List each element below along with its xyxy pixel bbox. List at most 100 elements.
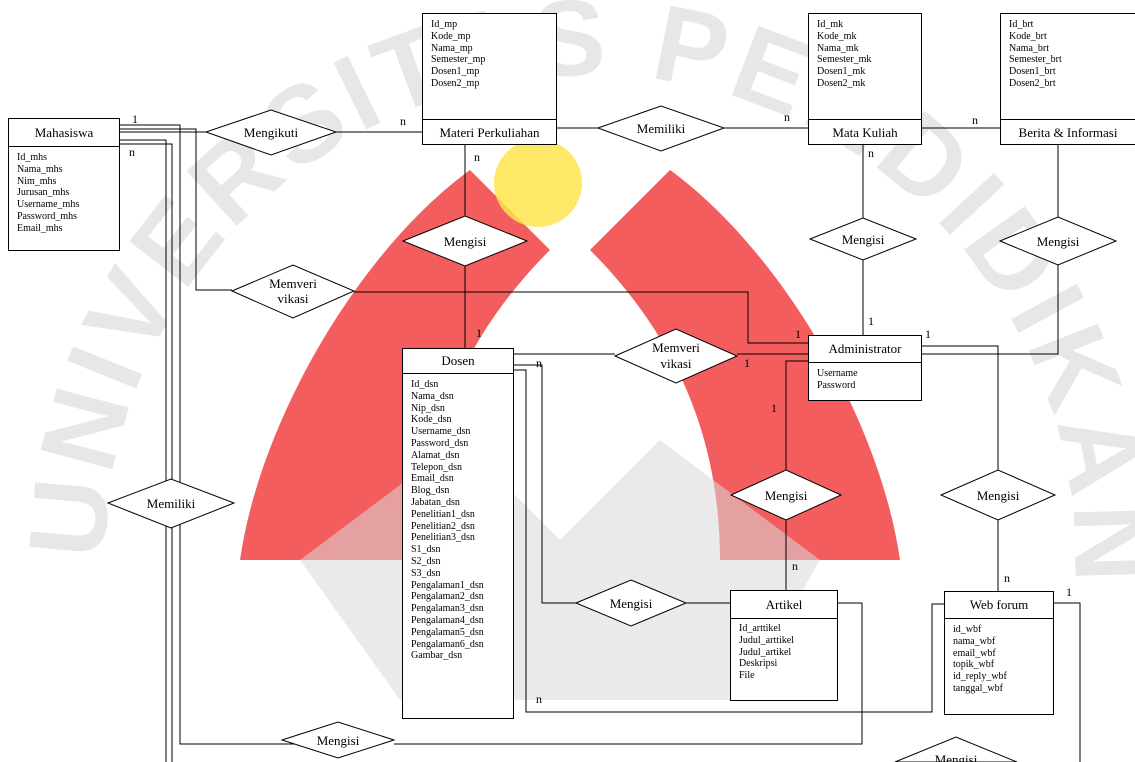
- cardinality-label: n: [972, 113, 978, 127]
- rel-label: Mengisi: [1037, 234, 1080, 249]
- cardinality-label: n: [536, 356, 542, 370]
- rel-label: Memiliki: [147, 496, 196, 511]
- attribute: Username_mhs: [17, 199, 80, 211]
- rel-mengisi-dsn-artikel: [574, 579, 688, 627]
- rel-mengisi-bottom-right: [894, 736, 1018, 762]
- attribute-list: id_wbf nama_wbf email_wbf topik_wbf id_r…: [953, 624, 1007, 695]
- rel-label: Mengisi: [935, 752, 978, 762]
- attribute: Kode_dsn: [411, 414, 452, 426]
- entity-title: Artikel: [731, 591, 837, 619]
- rel-mengisi-bottom: [280, 721, 396, 759]
- attribute: Penelitian1_dsn: [411, 508, 475, 520]
- entity-artikel: Artikel Id_arttikel Judul_arttikel Judul…: [730, 590, 838, 701]
- cardinality-label: n: [536, 692, 542, 706]
- attribute: topik_wbf: [953, 659, 995, 671]
- entity-title: Web forum: [945, 592, 1053, 619]
- entity-berita-informasi: Id_brt Kode_brt Nama_brt Semester_brt Do…: [1000, 13, 1135, 145]
- rel-label: Memveri: [269, 276, 317, 291]
- rel-label: Mengisi: [977, 488, 1020, 503]
- attribute: Blog_dsn: [411, 485, 450, 497]
- attribute: Id_mp: [431, 19, 458, 30]
- entity-title: Mata Kuliah: [809, 119, 921, 146]
- cardinality-label: 1: [771, 401, 777, 415]
- attribute: Email_dsn: [411, 473, 454, 485]
- cardinality-label: n: [129, 145, 135, 159]
- attribute: Dosen2_mk: [817, 77, 866, 89]
- attribute-list: Username Password: [817, 368, 858, 392]
- attribute: id_wbf: [953, 624, 982, 635]
- entity-web-forum: Web forum id_wbf nama_wbf email_wbf topi…: [944, 591, 1054, 715]
- entity-mata-kuliah: Id_mk Kode_mk Nama_mk Semester_mk Dosen1…: [808, 13, 922, 145]
- cardinality-label: 1: [132, 112, 138, 126]
- entity-materi-perkuliahan: Id_mp Kode_mp Nama_mp Semester_mp Dosen1…: [422, 13, 557, 145]
- rel-label: Memveri: [652, 340, 700, 355]
- rel-label: Memiliki: [637, 121, 686, 136]
- rel-label: Mengisi: [610, 596, 653, 611]
- attribute: tanggal_wbf: [953, 682, 1003, 694]
- attribute: Dosen1_brt: [1009, 66, 1056, 78]
- attribute: S3_dsn: [411, 567, 441, 579]
- attribute: Dosen2_mp: [431, 77, 480, 89]
- attribute: Kode_mp: [431, 30, 471, 42]
- cardinality-label: n: [400, 114, 406, 128]
- attribute: Gambar_dsn: [411, 650, 463, 662]
- attribute: Alamat_dsn: [411, 449, 460, 461]
- entity-title: Dosen: [403, 349, 513, 374]
- attribute: Id_arttikel: [739, 623, 781, 634]
- cardinality-label: n: [474, 150, 480, 164]
- rel-mengisi-forum: [939, 469, 1057, 521]
- attribute: Judul_arttikel: [739, 634, 794, 646]
- attribute: File: [739, 670, 755, 682]
- entity-title: Berita & Informasi: [1001, 119, 1135, 146]
- cardinality-label: 1: [795, 327, 801, 341]
- attribute: Penelitian3_dsn: [411, 532, 475, 544]
- attribute: Kode_mk: [817, 30, 857, 42]
- attribute: Kode_brt: [1009, 30, 1047, 42]
- attribute: Nim_mhs: [17, 175, 57, 187]
- attribute: S2_dsn: [411, 555, 441, 567]
- rel-memverifikasi-mhs: [230, 264, 356, 319]
- attribute: S1_dsn: [411, 544, 441, 556]
- attribute: Nama_dsn: [411, 390, 454, 402]
- rel-label: Mengisi: [444, 234, 487, 249]
- entity-mahasiswa: Mahasiswa Id_mhs Nama_mhs Nim_mhs Jurusa…: [8, 118, 120, 251]
- attribute: Semester_brt: [1009, 54, 1062, 66]
- attribute-list: Id_mk Kode_mk Nama_mk Semester_mk Dosen1…: [817, 19, 871, 90]
- cardinality-label: 1: [1066, 585, 1072, 599]
- attribute-list: Id_brt Kode_brt Nama_brt Semester_brt Do…: [1009, 19, 1062, 90]
- attribute: Pengalaman2_dsn: [411, 591, 484, 603]
- cardinality-label: 1: [868, 314, 874, 328]
- attribute: Password_dsn: [411, 437, 469, 449]
- attribute: Username_dsn: [411, 426, 471, 438]
- rel-mengisi-materi: [401, 215, 529, 267]
- rel-label: Mengisi: [317, 733, 360, 748]
- attribute: Pengalaman5_dsn: [411, 626, 484, 638]
- attribute-list: Id_mhs Nama_mhs Nim_mhs Jurusan_mhs User…: [17, 152, 79, 235]
- rel-memiliki-left: [106, 478, 236, 529]
- cardinality-label: n: [784, 110, 790, 124]
- attribute: Pengalaman6_dsn: [411, 638, 484, 650]
- attribute: Semester_mk: [817, 54, 872, 66]
- entity-administrator: Administrator Username Password: [808, 335, 922, 401]
- attribute: nama_wbf: [953, 635, 996, 647]
- attribute: Dosen1_mk: [817, 66, 866, 78]
- attribute: Id_mk: [817, 19, 844, 30]
- attribute-list: Id_arttikel Judul_arttikel Judul_artikel…: [739, 623, 794, 682]
- rel-label: vikasi: [277, 291, 308, 306]
- attribute: Email_mhs: [17, 222, 63, 234]
- attribute: Judul_artikel: [739, 646, 792, 658]
- cardinality-label: n: [868, 146, 874, 160]
- attribute: Id_brt: [1009, 19, 1034, 30]
- attribute: Semester_mp: [431, 54, 486, 66]
- attribute: Pengalaman3_dsn: [411, 603, 484, 615]
- attribute: email_wbf: [953, 647, 996, 659]
- attribute: Penelitian2_dsn: [411, 520, 475, 532]
- entity-title: Materi Perkuliahan: [423, 119, 556, 146]
- attribute: Id_mhs: [17, 152, 47, 163]
- rel-label: Mengikuti: [244, 125, 299, 140]
- attribute: Password_mhs: [17, 210, 78, 222]
- rel-mengikuti: [204, 109, 338, 156]
- rel-memverifikasi-dsn: [613, 328, 739, 384]
- attribute: Password: [817, 379, 856, 391]
